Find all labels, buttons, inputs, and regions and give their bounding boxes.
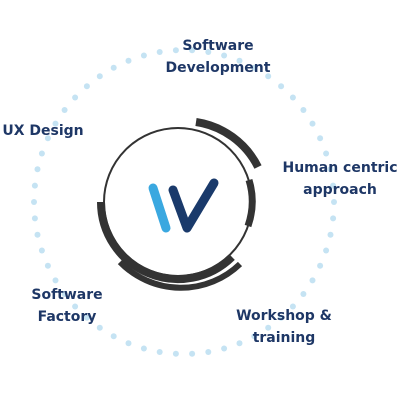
- orbit-dot: [265, 324, 272, 331]
- orbit-dot: [189, 47, 196, 54]
- orbit-dot: [172, 47, 179, 54]
- orbit-dot: [251, 64, 258, 71]
- w-logo-dark-stroke: [168, 178, 219, 233]
- orbit-dot: [110, 64, 117, 71]
- center-rings: [96, 118, 262, 291]
- orbit-dot: [52, 120, 59, 127]
- orbit-dot: [205, 49, 212, 55]
- orbit-dot: [34, 166, 41, 173]
- orbit-dot: [331, 199, 337, 205]
- orbit-dot: [125, 340, 132, 347]
- label-software-factory: Software Factory: [31, 284, 102, 328]
- label-software-development: Software Development: [166, 35, 271, 79]
- ring-arc-bottom: [117, 259, 243, 291]
- orbit-dot: [289, 303, 296, 310]
- dotted-orbit: [31, 47, 337, 357]
- orbit-dot: [83, 83, 90, 90]
- orbit-dot: [309, 277, 316, 284]
- orbit-dot: [34, 231, 41, 238]
- orbit-dot: [156, 49, 163, 55]
- orbit-dot: [330, 182, 337, 189]
- orbit-dot: [31, 215, 38, 222]
- orbit-dot: [31, 182, 38, 189]
- orbit-dot: [236, 340, 243, 347]
- label-line: Software: [182, 38, 254, 54]
- orbit-dot: [205, 349, 212, 355]
- orbit-dot: [327, 166, 334, 173]
- orbit-dot: [72, 94, 79, 101]
- orbit-dot: [52, 277, 59, 284]
- orbit-dot: [309, 120, 316, 127]
- orbit-dot: [140, 345, 147, 352]
- label-line: Software: [31, 287, 103, 303]
- orbit-dot: [300, 291, 307, 297]
- orbit-dot: [278, 314, 285, 321]
- orbit-dot: [140, 52, 147, 59]
- ring-arc-top-right: [195, 118, 262, 169]
- orbit-dot: [172, 350, 179, 357]
- orbit-dot: [289, 94, 296, 101]
- orbit-dot: [61, 107, 68, 113]
- orbit-dot: [221, 52, 228, 59]
- orbit-dot: [265, 73, 272, 80]
- w-logo-light-stroke: [148, 183, 171, 233]
- label-line: Development: [165, 60, 271, 76]
- orbit-dot: [323, 247, 330, 254]
- orbit-dot: [156, 349, 163, 355]
- orbit-dot: [38, 247, 45, 254]
- orbit-dot: [189, 350, 196, 357]
- ring-arc-lower-left: [96, 201, 235, 284]
- label-human-centric-approach: Human centric approach: [282, 157, 397, 201]
- orbit-dot: [251, 333, 258, 340]
- orbit-dot: [44, 262, 51, 269]
- label-workshop-training: Workshop & training: [236, 305, 332, 349]
- orbit-dot: [300, 107, 307, 113]
- orbit-dot: [278, 83, 285, 90]
- orbit-dot: [125, 57, 132, 64]
- orbit-dot: [31, 199, 37, 205]
- orbit-dot: [236, 57, 243, 64]
- label-line: training: [252, 330, 316, 346]
- orbit-dot: [317, 262, 324, 269]
- label-line: Workshop &: [236, 308, 332, 324]
- label-ux-design: UX Design: [2, 120, 83, 142]
- label-line: Human centric: [282, 160, 398, 176]
- label-line: Factory: [37, 309, 97, 325]
- orbit-dot: [96, 73, 103, 80]
- orbit-dot: [110, 333, 117, 340]
- orbit-dot: [221, 345, 228, 352]
- orbit-dot: [327, 231, 334, 238]
- ring-arc-right: [244, 178, 256, 228]
- orbit-dot: [96, 324, 103, 331]
- orbit-dot: [83, 314, 90, 321]
- label-line: approach: [303, 182, 377, 198]
- w-logo-icon: [148, 178, 219, 233]
- orbit-dot: [323, 150, 330, 157]
- orbit-dot: [61, 291, 68, 297]
- orbit-dot: [38, 150, 45, 157]
- orbit-dot: [330, 215, 337, 222]
- orbit-dot: [44, 135, 51, 142]
- orbit-dot: [72, 303, 79, 310]
- orbit-dot: [317, 135, 324, 142]
- label-line: UX Design: [2, 123, 84, 139]
